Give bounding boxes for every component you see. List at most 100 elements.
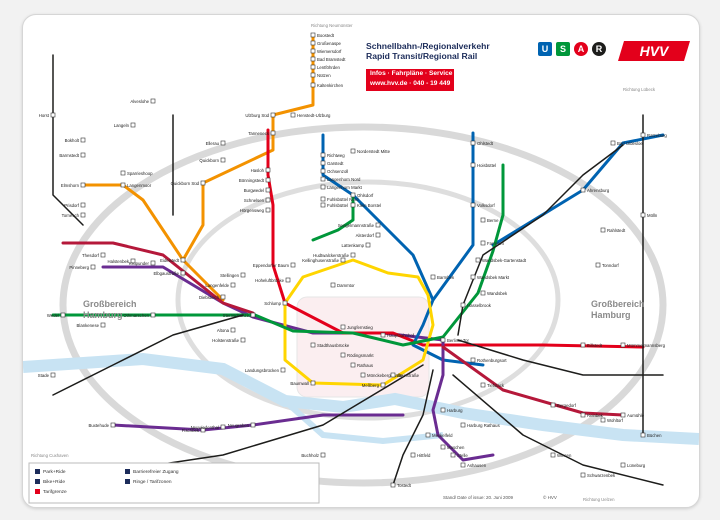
station-marker[interactable] (320, 452, 326, 458)
station-marker[interactable] (460, 302, 466, 308)
station-marker[interactable] (440, 444, 446, 450)
station-marker[interactable] (580, 412, 586, 418)
station-marker[interactable] (310, 64, 316, 70)
station-marker[interactable] (310, 48, 316, 54)
station-marker[interactable] (340, 257, 346, 263)
station-marker[interactable] (240, 272, 246, 278)
station-marker[interactable] (360, 372, 366, 378)
station-marker[interactable] (620, 462, 626, 468)
station-marker[interactable] (310, 32, 316, 38)
station-marker[interactable] (150, 98, 156, 104)
station-marker[interactable] (180, 257, 186, 263)
station-marker[interactable] (340, 352, 346, 358)
station-marker[interactable] (480, 240, 486, 246)
station-marker[interactable] (200, 427, 206, 433)
station-marker[interactable] (310, 56, 316, 62)
station-marker[interactable] (265, 207, 271, 213)
station-marker[interactable] (220, 140, 226, 146)
station-marker[interactable] (320, 184, 326, 190)
station-marker[interactable] (230, 327, 236, 333)
station-marker[interactable] (80, 202, 86, 208)
station-marker[interactable] (100, 322, 106, 328)
station-marker[interactable] (150, 312, 156, 318)
station-marker[interactable] (375, 232, 381, 238)
station-marker[interactable] (320, 152, 326, 158)
station-marker[interactable] (130, 122, 136, 128)
station-marker[interactable] (580, 342, 586, 348)
station-marker[interactable] (100, 252, 106, 258)
station-marker[interactable] (375, 222, 381, 228)
station-marker[interactable] (310, 380, 316, 386)
station-marker[interactable] (265, 177, 271, 183)
station-marker[interactable] (265, 197, 271, 203)
station-marker[interactable] (80, 152, 86, 158)
station-marker[interactable] (240, 337, 246, 343)
station-marker[interactable] (470, 274, 476, 280)
station-marker[interactable] (80, 212, 86, 218)
station-marker[interactable] (450, 452, 456, 458)
station-marker[interactable] (250, 422, 256, 428)
station-marker[interactable] (120, 182, 126, 188)
station-marker[interactable] (270, 112, 276, 118)
station-marker[interactable] (640, 212, 646, 218)
station-marker[interactable] (50, 112, 56, 118)
station-marker[interactable] (270, 130, 276, 136)
station-marker[interactable] (200, 180, 206, 186)
station-marker[interactable] (290, 262, 296, 268)
station-marker[interactable] (380, 382, 386, 388)
station-marker[interactable] (440, 407, 446, 413)
station-marker[interactable] (580, 472, 586, 478)
station-marker[interactable] (220, 294, 226, 300)
station-marker[interactable] (600, 227, 606, 233)
station-marker[interactable] (310, 82, 316, 88)
station-marker[interactable] (480, 290, 486, 296)
station-marker[interactable] (350, 192, 356, 198)
station-marker[interactable] (110, 422, 116, 428)
station-marker[interactable] (480, 217, 486, 223)
station-marker[interactable] (320, 202, 326, 208)
station-marker[interactable] (600, 417, 606, 423)
station-marker[interactable] (290, 112, 296, 118)
station-marker[interactable] (230, 282, 236, 288)
station-marker[interactable] (350, 202, 356, 208)
station-marker[interactable] (150, 260, 156, 266)
station-marker[interactable] (320, 160, 326, 166)
station-marker[interactable] (425, 432, 431, 438)
station-marker[interactable] (50, 372, 56, 378)
station-marker[interactable] (60, 312, 66, 318)
station-marker[interactable] (310, 342, 316, 348)
station-marker[interactable] (430, 274, 436, 280)
station-marker[interactable] (460, 462, 466, 468)
station-marker[interactable] (320, 196, 326, 202)
station-marker[interactable] (180, 270, 186, 276)
station-marker[interactable] (550, 402, 556, 408)
station-marker[interactable] (350, 252, 356, 258)
station-marker[interactable] (390, 372, 396, 378)
station-marker[interactable] (470, 202, 476, 208)
station-marker[interactable] (350, 362, 356, 368)
station-marker[interactable] (580, 187, 586, 193)
station-marker[interactable] (265, 167, 271, 173)
station-marker[interactable] (470, 140, 476, 146)
station-marker[interactable] (80, 182, 86, 188)
station-marker[interactable] (640, 432, 646, 438)
station-marker[interactable] (460, 422, 466, 428)
station-marker[interactable] (620, 412, 626, 418)
station-marker[interactable] (595, 262, 601, 268)
station-marker[interactable] (310, 40, 316, 46)
station-marker[interactable] (250, 312, 256, 318)
station-marker[interactable] (640, 132, 646, 138)
station-marker[interactable] (410, 452, 416, 458)
station-marker[interactable] (220, 157, 226, 163)
station-marker[interactable] (365, 242, 371, 248)
station-marker[interactable] (475, 257, 481, 263)
station-marker[interactable] (470, 357, 476, 363)
station-marker[interactable] (350, 148, 356, 154)
station-marker[interactable] (130, 258, 136, 264)
station-marker[interactable] (550, 452, 556, 458)
station-marker[interactable] (310, 72, 316, 78)
station-marker[interactable] (90, 264, 96, 270)
station-marker[interactable] (390, 482, 396, 488)
station-marker[interactable] (265, 187, 271, 193)
station-marker[interactable] (380, 332, 386, 338)
